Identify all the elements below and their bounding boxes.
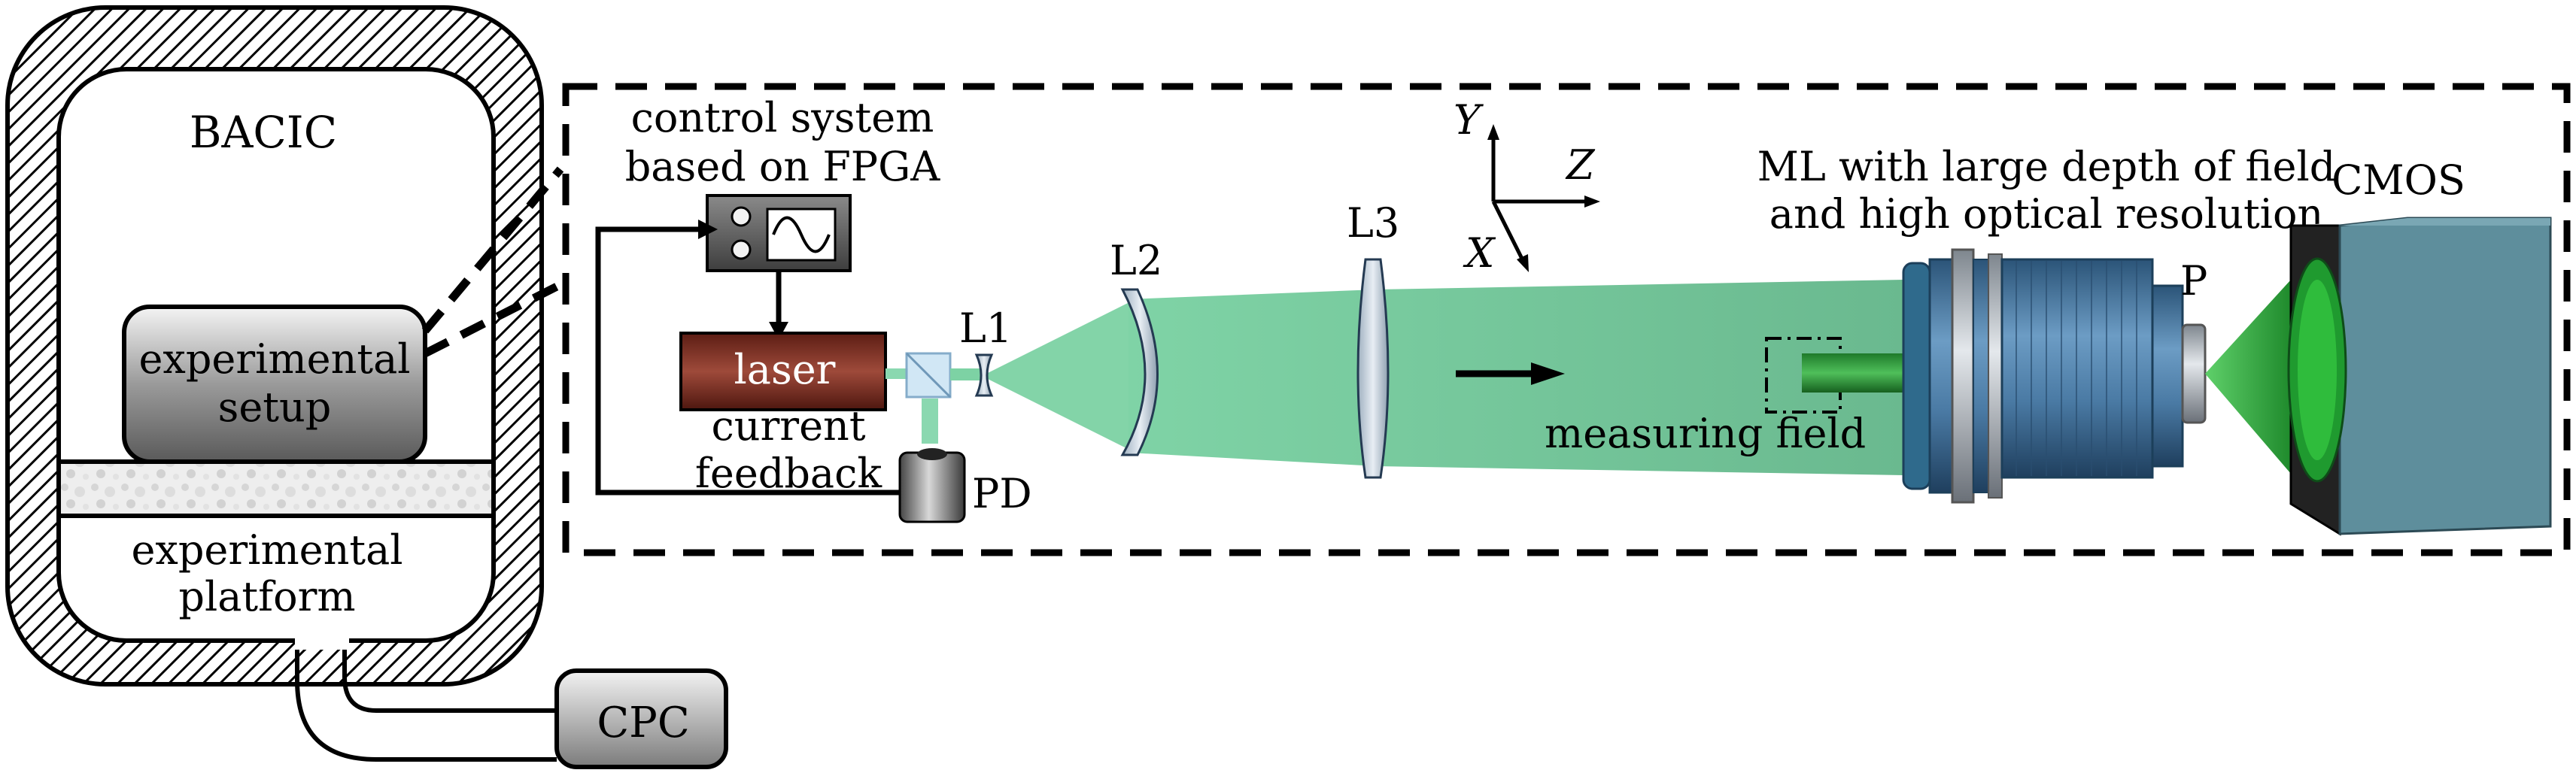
p-label: P: [2180, 257, 2207, 305]
cpc-box: [554, 668, 728, 769]
lens-l1: [974, 353, 994, 397]
control-system-label-line2: based on FPGA: [625, 143, 941, 190]
propagation-arrow-icon: [1531, 362, 1565, 385]
fpga-knob-icon: [731, 239, 752, 260]
experimental-platform-band: [56, 459, 496, 518]
platform-label-line1: experimental: [131, 526, 402, 574]
setup-label-line1: experimental: [138, 335, 410, 383]
cmos-label: CMOS: [2331, 156, 2465, 204]
measuring-field-box: [1765, 337, 1842, 414]
zoom-line-upper: [421, 166, 564, 334]
pd-label: PD: [972, 470, 1032, 517]
fpga-knob-icon: [731, 206, 752, 227]
arrow-right-icon: [698, 220, 718, 239]
ml-objective: [1902, 248, 2184, 504]
lens-l2: [1120, 288, 1159, 456]
zoom-line-lower: [423, 278, 568, 357]
laser-beam-main: [1129, 280, 1903, 475]
arrow-down-icon: [769, 322, 788, 340]
feedback-loop: [595, 226, 916, 496]
zoom-frame: [562, 83, 2571, 556]
axis-z-label: Z: [1565, 141, 1596, 189]
ml-label-line2: and high optical resolution: [1769, 190, 2324, 238]
current-feedback-label-line2: feedback: [695, 450, 882, 497]
laser-label: laser: [734, 346, 836, 393]
axis-y-label: Y: [1454, 96, 1484, 144]
measuring-field-label: measuring field: [1545, 410, 1866, 457]
laser-beam-cone: [982, 301, 1132, 451]
beam-splitter: [905, 352, 952, 399]
bacic-label: BACIC: [190, 107, 337, 158]
l3-label: L3: [1347, 199, 1399, 247]
laser-box: [679, 332, 887, 411]
control-system-label-line1: control system: [631, 94, 934, 141]
camera-light-cone: [2205, 280, 2291, 474]
sample-rod: [1802, 353, 1907, 393]
axis-x-label: X: [1463, 229, 1496, 277]
polarizer-ring: [2181, 323, 2207, 424]
lens-l3: [1356, 258, 1390, 479]
current-feedback-label-line1: current: [711, 402, 865, 450]
cmos-camera: [2287, 217, 2552, 536]
ml-label-line1: ML with large depth of field: [1757, 143, 2336, 190]
cpc-label: CPC: [597, 699, 689, 747]
fpga-controller: [706, 194, 852, 272]
coordinate-axes: [1487, 124, 1600, 272]
platform-label-line2: platform: [178, 573, 355, 620]
l1-label: L1: [959, 305, 1012, 352]
sine-wave-icon: [772, 216, 831, 253]
l2-label: L2: [1110, 237, 1162, 284]
setup-label-line2: setup: [218, 383, 332, 431]
photodiode: [898, 448, 966, 523]
